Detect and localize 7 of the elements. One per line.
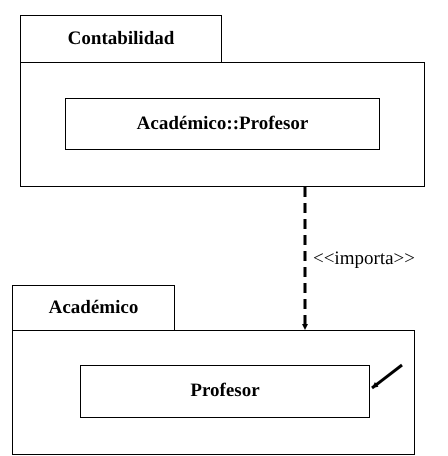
edge-label: <<importa>> — [313, 248, 415, 268]
package-tab: Contabilidad — [20, 15, 222, 63]
dashed-arrow — [302, 187, 308, 330]
package-tab: Académico — [12, 285, 175, 331]
class-box: Académico::Profesor — [65, 98, 380, 150]
class-box: Profesor — [80, 365, 370, 418]
arrow — [371, 364, 403, 390]
